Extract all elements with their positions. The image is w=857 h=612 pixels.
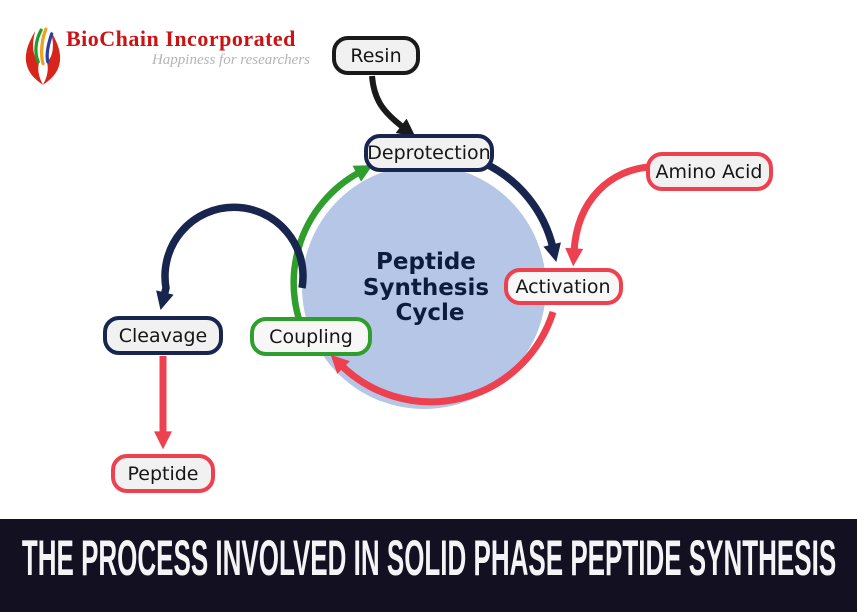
logo: BioChain Incorporated Happiness for rese… xyxy=(20,20,320,92)
caption-title: THE PROCESS INVOLVED IN SOLID PHASE PEPT… xyxy=(21,530,836,586)
edge-deprotection-to-activation xyxy=(482,159,561,263)
node-deprotection: Deprotection xyxy=(364,134,494,172)
logo-company-name: BioChain Incorporated xyxy=(66,26,296,51)
node-activation-label: Activation xyxy=(515,276,610,298)
flame-icon xyxy=(25,27,61,85)
flame-left-hand xyxy=(25,31,43,85)
cycle-title: Peptide Synthesis Cycle xyxy=(363,249,497,326)
node-coupling: Coupling xyxy=(250,317,372,356)
flame-gold xyxy=(40,27,48,66)
node-amino-acid: Amino Acid xyxy=(646,152,773,191)
logo-tagline: Happiness for researchers xyxy=(151,52,310,68)
flame-blue xyxy=(45,32,54,64)
cycle-title-line1: Peptide xyxy=(376,249,476,275)
flame-right-hand xyxy=(43,31,61,85)
edge-resin-to-deprotection xyxy=(369,75,416,137)
edge-aminoacid-to-activation xyxy=(565,163,650,267)
node-deprotection-label: Deprotection xyxy=(367,142,490,164)
node-resin-label: Resin xyxy=(350,45,401,67)
node-cleavage-label: Cleavage xyxy=(119,325,208,347)
flame-green xyxy=(34,28,43,64)
node-coupling-label: Coupling xyxy=(269,326,353,348)
edge-activation-to-coupling xyxy=(330,310,557,406)
cycle-title-line3: Cycle xyxy=(396,300,465,326)
node-amino-acid-label: Amino Acid xyxy=(656,161,763,183)
node-activation: Activation xyxy=(504,268,623,305)
node-peptide: Peptide xyxy=(111,454,215,493)
logo-words: BioChain Incorporated Happiness for rese… xyxy=(66,26,310,69)
node-peptide-label: Peptide xyxy=(127,463,198,485)
edge-coupling-to-cleavage xyxy=(156,203,307,310)
caption-banner: THE PROCESS INVOLVED IN SOLID PHASE PEPT… xyxy=(0,519,857,612)
cycle-title-line2: Synthesis xyxy=(363,275,489,301)
node-resin: Resin xyxy=(332,36,420,75)
node-cleavage: Cleavage xyxy=(103,316,223,355)
peptide-synthesis-diagram: Peptide Synthesis Cycle Resin Deprotecti… xyxy=(103,36,773,493)
